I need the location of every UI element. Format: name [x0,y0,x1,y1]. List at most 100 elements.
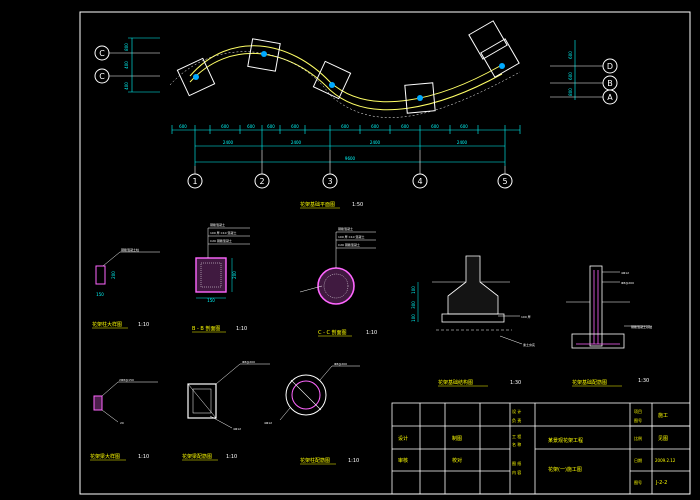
axis-label-left-1: C [99,49,105,58]
plan-view: C C 800 400 400 D B A 600 600 800 [94,20,618,209]
tb-v5: 图 纸 [512,460,521,466]
dim-top-2: 600 [221,124,229,129]
detail-column-rebar: Φ8@200 4Φ12 花架柱配筋图 1:10 [264,362,360,465]
footing-5 [480,38,520,78]
d3-title: C - C 剖面图 [318,329,347,336]
tb-v2: 负 责 [512,417,521,423]
d8-note-b: 4Φ12 [264,421,272,425]
axis-bubble-bottom-3 [322,173,338,189]
axis-label-right-1: D [607,62,613,71]
axis-bubble-bottom-5 [497,173,513,189]
left-dim-1: 800 [124,43,129,51]
d4-dim-3: 100 [411,314,416,322]
dim-top-3: 600 [247,124,255,129]
axis-bubble-bottom-2 [254,173,270,189]
right-dim-1: 600 [568,51,573,59]
pergola-path-inner [189,52,503,111]
tb-phase: 施工 [658,412,668,419]
d6-title: 花架梁大样图 [90,453,120,460]
footing-3 [312,60,352,100]
d7-note-b: 4Φ12 [233,427,241,431]
dim-mid-2: 2400 [291,140,302,145]
d2-dim-w: 150 [207,298,215,303]
dim-top-4: 600 [267,124,275,129]
tb-r1: 项目 [634,408,642,414]
d6-note-a: 2Φ8@150 [119,378,134,382]
tb-label-a: 设计 [398,435,408,442]
d4-note-a: 100 厚 [521,314,531,319]
d8-note-a: Φ8@200 [334,362,347,366]
d5-note-a: 4Φ12 [621,271,629,275]
axis-label-right-2: B [607,79,613,88]
axis-label-bottom-2: 2 [259,177,264,186]
d3-note-a: 钢筋混凝土 [338,226,353,231]
tb-v6: 内 容 [512,469,521,475]
d2-note-b: 100 厚 C10 混凝土 [210,230,237,235]
column-node-2 [261,51,267,57]
column-node-3 [329,82,335,88]
tb-v4: 名 称 [512,441,521,447]
dim-top-8: 600 [401,124,409,129]
d4-scale: 1:30 [510,380,521,386]
footing-1 [176,57,216,97]
column-node-5 [499,63,505,69]
d2-dim-h: 200 [232,271,237,279]
tb-r2: 图号 [634,417,642,423]
detail-beam: 2Φ8@150 20 花架梁大样图 1:10 [90,378,158,461]
detail-foundation-rebar: 4Φ12 Φ8@200 钢筋混凝土基础 花架基础配筋图 1:30 [566,265,652,387]
axis-bubble-bottom-4 [412,173,428,189]
d4-dim-2: 300 [411,301,416,309]
d1-dim-h: 200 [111,271,116,279]
dim-mid-3: 2400 [370,140,381,145]
footing-2 [247,38,281,72]
plan-scale: 1:50 [352,202,363,208]
dim-total: 9600 [345,156,356,161]
axis-bubble-bottom-1 [187,173,203,189]
detail-c-section: 钢筋混凝土 100 厚 C10 混凝土 C20 钢筋混凝土 C - C 剖面图 … [299,226,377,337]
tb-r3: 比例 [634,435,642,441]
left-dim-2: 400 [124,61,129,69]
d3-scale: 1:10 [366,330,377,336]
d4-title: 花架基础结构图 [438,379,473,386]
dim-top-1: 600 [179,124,187,129]
right-dim-3: 800 [568,88,573,96]
d8-scale: 1:10 [348,458,359,464]
d2-title: B - B 剖面图 [192,325,220,332]
d5-note-c: 钢筋混凝土基础 [631,324,652,329]
d6-note-b: 20 [120,421,124,425]
tb-project: 某景观花架工程 [548,437,583,444]
d7-note-a: Φ8@200 [242,360,255,364]
tb-label-d: 校对 [452,457,462,464]
d5-scale: 1:30 [638,378,649,384]
tb-sheet-name: 花架(一)施工图 [548,466,582,473]
tb-label-b: 审核 [398,457,408,464]
detail-b-section: 钢筋混凝土 100 厚 C10 混凝土 C20 钢筋混凝土 150 200 B … [192,222,250,333]
detail-beam-rebar: Φ8@200 4Φ12 花架梁配筋图 1:10 [182,360,270,461]
left-dim-3: 400 [124,82,129,90]
tb-r5: 图号 [634,479,642,485]
d1-title: 花架柱大样图 [92,321,122,328]
d6-scale: 1:10 [138,454,149,460]
d4-note-b: 素土夯实 [523,342,535,347]
d8-title: 花架柱配筋图 [300,457,330,464]
tb-date: 2009.2.12 [655,458,676,463]
d4-dim-1: 100 [411,286,416,294]
axis-label-bottom-3: 3 [327,177,332,186]
d1-scale: 1:10 [138,322,149,328]
dim-top-6: 600 [341,124,349,129]
plan-title: 花架基础平面图 [300,201,335,208]
dim-top-5: 600 [291,124,299,129]
axis-label-left-2: C [99,72,105,81]
d3-note-c: C20 钢筋混凝土 [338,242,360,247]
title-block [391,402,691,495]
axis-label-bottom-1: 1 [192,177,197,186]
d2-scale: 1:10 [236,326,247,332]
d3-note-b: 100 厚 C10 混凝土 [338,234,365,239]
d2-note-a: 钢筋混凝土 [210,222,225,227]
dim-mid-1: 2400 [223,140,234,145]
dim-top-9: 600 [431,124,439,129]
dim-mid-4: 2400 [457,140,468,145]
d5-note-b: Φ8@200 [621,281,634,285]
right-dim-2: 600 [568,72,573,80]
